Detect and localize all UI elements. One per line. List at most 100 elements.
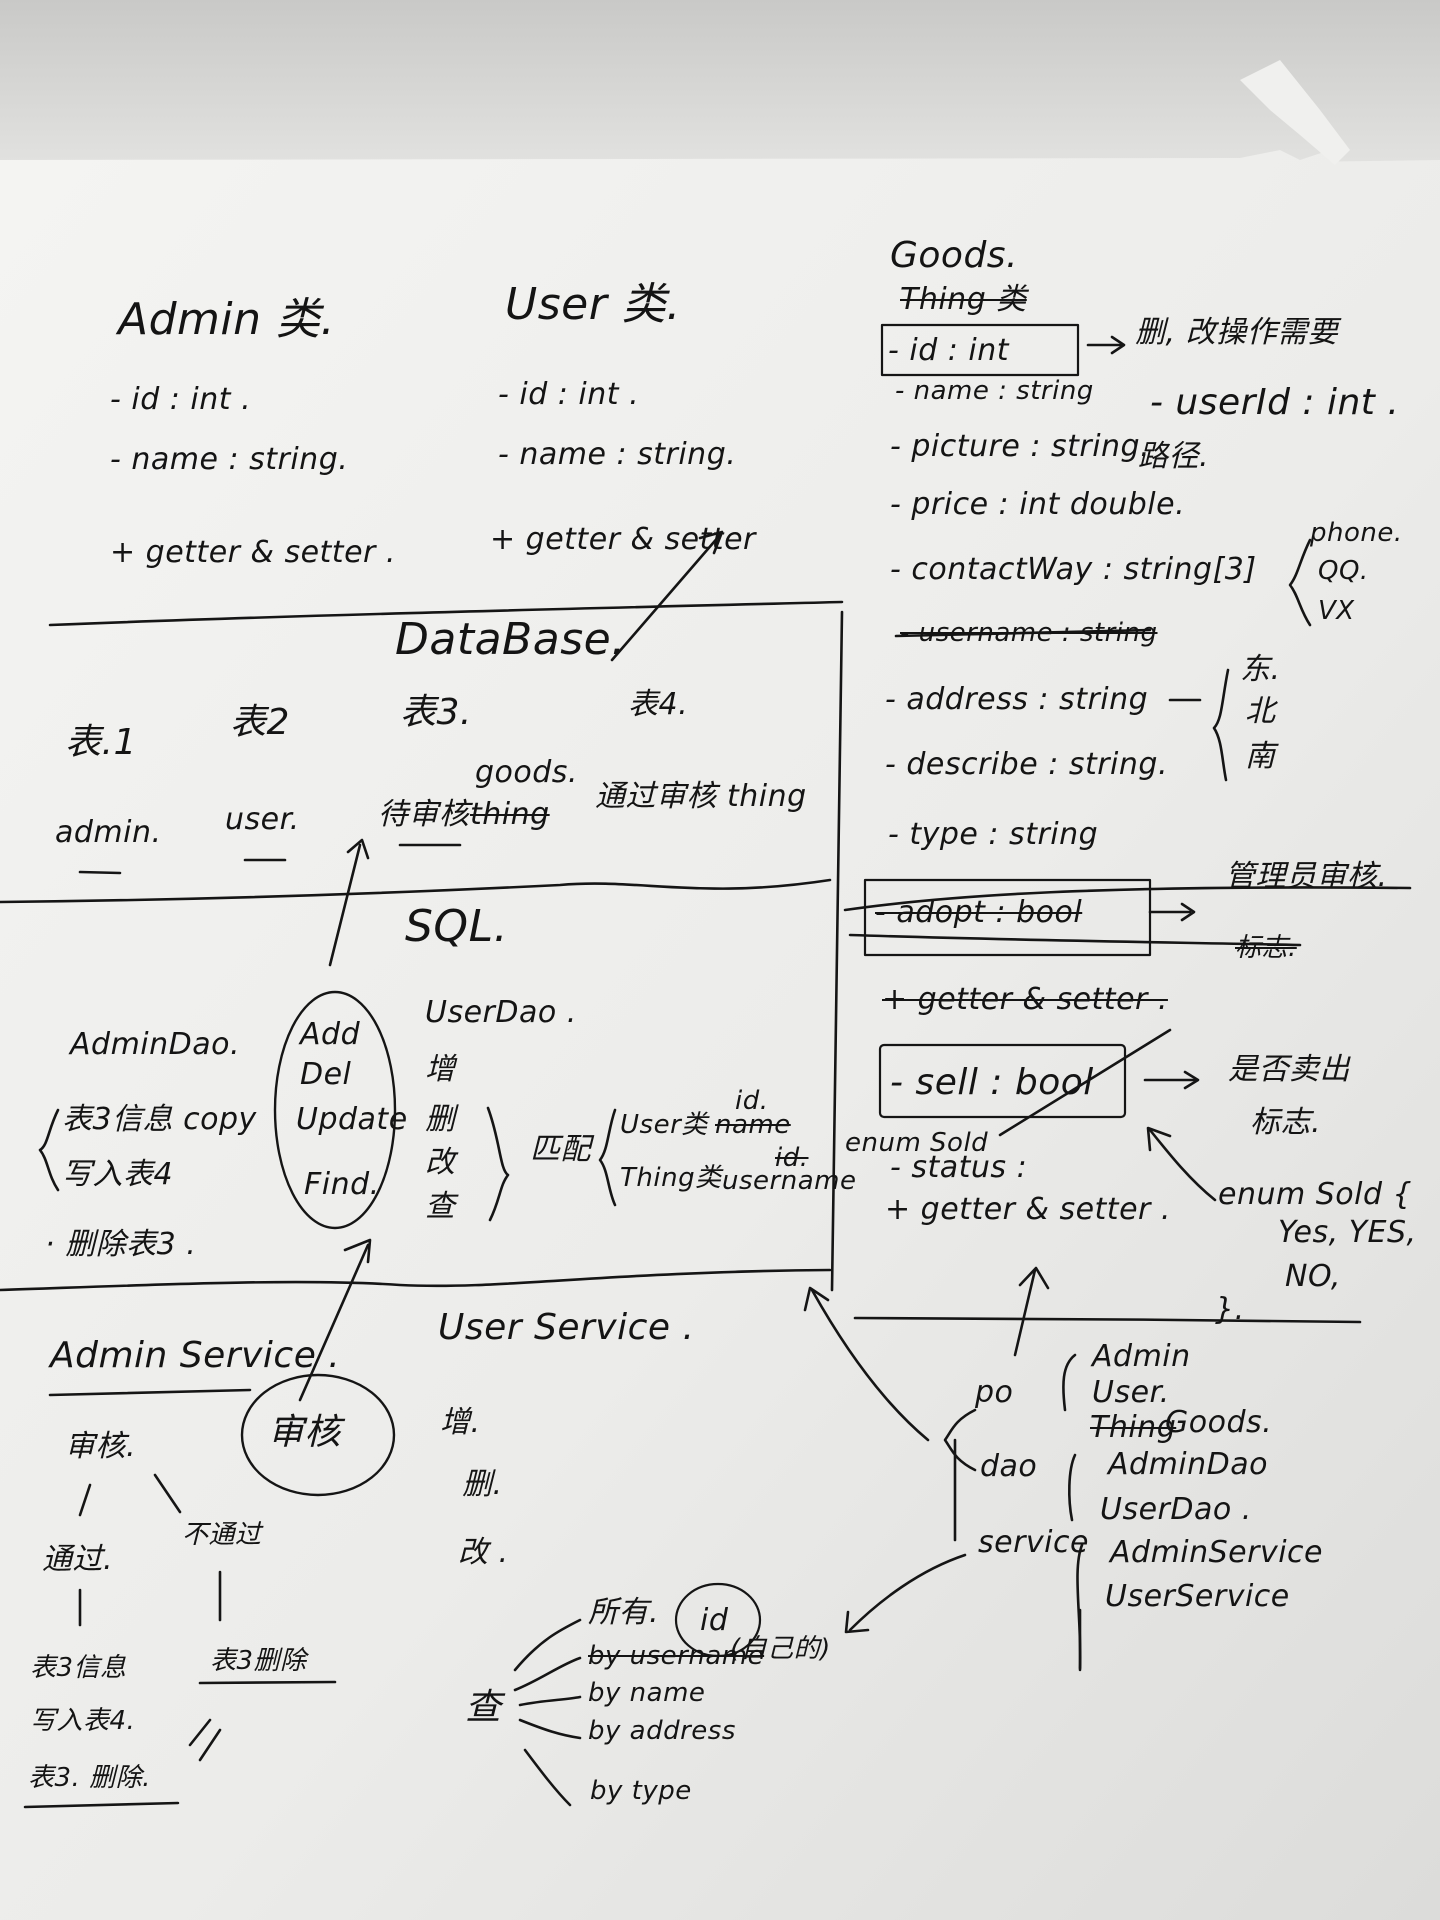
- sell-note-sold: 是否卖出: [1228, 1052, 1350, 1087]
- table-1-label: 表.1: [65, 722, 137, 763]
- adopt-box: [863, 878, 1152, 957]
- admin-class-title: Admin 类.: [118, 294, 335, 345]
- admin-service-underline: [48, 1388, 252, 1397]
- goods-field-name: - name : string: [895, 376, 1094, 406]
- user-service-op-add: 增.: [440, 1405, 481, 1440]
- user-dao-title: UserDao .: [425, 995, 577, 1030]
- adopt-note-flag: 标志.: [1235, 933, 1297, 963]
- dao-item-admin: AdminDao: [1108, 1447, 1268, 1482]
- goods-crossed-methods: + getter & setter .: [882, 982, 1168, 1017]
- sql-op-find: Find.: [304, 1167, 380, 1202]
- admin-service-pass: 通过.: [42, 1542, 114, 1577]
- goods-field-address: - address : string: [885, 682, 1149, 717]
- address-option-south: 南: [1245, 739, 1276, 774]
- goods-class-title: Goods.: [890, 235, 1018, 276]
- po-item-user: User.: [1092, 1375, 1170, 1410]
- goods-id-box: [880, 323, 1080, 377]
- match-label: 匹配: [530, 1132, 591, 1167]
- package-service: service: [978, 1525, 1089, 1560]
- goods-methods: + getter & setter .: [885, 1192, 1171, 1227]
- user-field-id: - id : int .: [498, 377, 640, 412]
- arrow-db-to-user: [610, 533, 722, 662]
- user-service-op-del: 删.: [462, 1467, 503, 1502]
- admin-dao-op-copy: 表3信息 copy: [62, 1102, 257, 1137]
- po-item-thing: Thing: [1090, 1410, 1177, 1445]
- query-own-note: (自己的): [730, 1634, 831, 1664]
- table-goods-name: goods.: [475, 755, 578, 790]
- goods-userid-note: - userId : int .: [1150, 382, 1400, 423]
- arrow-packages-to-goods: [1013, 1268, 1037, 1357]
- table-3-label: 表3.: [400, 692, 472, 733]
- user-dao-op-find: 查: [425, 1189, 456, 1224]
- goods-field-username: - username : string: [900, 618, 1158, 648]
- table-2-label: 表2: [230, 702, 290, 743]
- admin-field-id: - id : int .: [110, 382, 252, 417]
- sql-title: SQL.: [405, 901, 509, 952]
- goods-field-picture: - picture : string.: [890, 429, 1151, 464]
- table-user-name: user.: [225, 802, 300, 837]
- goods-field-contactway: - contactWay : string[3]: [890, 552, 1257, 587]
- pass-step-delete: 表3. 删除.: [28, 1763, 151, 1793]
- goods-picture-note: 路径.: [1138, 439, 1210, 474]
- po-item-goods: Goods.: [1165, 1405, 1273, 1440]
- user-service-title: User Service .: [438, 1307, 695, 1348]
- goods-field-id: - id : int: [888, 333, 1010, 368]
- sql-bottom-wave: [0, 1268, 832, 1292]
- admin-dao-op-delete: · 删除表3 .: [45, 1227, 197, 1262]
- dao-item-user: UserDao .: [1100, 1492, 1252, 1527]
- service-item-admin: AdminService: [1110, 1535, 1324, 1570]
- query-all: 所有.: [588, 1595, 660, 1630]
- enum-def-no: NO,: [1285, 1259, 1341, 1294]
- goods-field-sell: - sell : bool: [890, 1062, 1094, 1103]
- pass-step-write: 写入表4.: [30, 1706, 136, 1736]
- goods-crossed-title: Thing 类: [900, 282, 1027, 317]
- contact-option-phone: phone.: [1310, 518, 1403, 548]
- admin-service-not-pass: 不通过: [182, 1520, 262, 1550]
- user-class-title: User 类.: [505, 279, 681, 330]
- goods-field-status: - status :: [890, 1150, 1028, 1185]
- admin-service-review: 审核.: [65, 1429, 137, 1464]
- not-pass-step-delete: 表3删除: [210, 1646, 307, 1676]
- goods-enum-label: enum Sold: [845, 1128, 989, 1158]
- user-service-op-update: 改 .: [458, 1535, 509, 1570]
- enum-def-yes: Yes, YES,: [1278, 1215, 1417, 1250]
- admin-service-title: Admin Service .: [50, 1335, 341, 1376]
- query-by-address: by address: [588, 1716, 736, 1746]
- database-top-line: [48, 600, 844, 627]
- query-by-name: by name: [588, 1678, 706, 1708]
- po-item-admin: Admin: [1092, 1339, 1191, 1374]
- adopt-note-review: 管理员审核.: [1225, 859, 1388, 894]
- user-dao-op-add: 增: [425, 1052, 456, 1087]
- query-id-label: id: [700, 1603, 729, 1638]
- database-bottom-wave: [0, 878, 832, 904]
- sql-op-update: Update: [296, 1102, 408, 1137]
- contact-option-qq: QQ.: [1318, 556, 1369, 586]
- admin-dao-op-write: 写入表4: [62, 1157, 174, 1192]
- user-field-name: - name : string.: [498, 437, 737, 472]
- pass-step-copy: 表3信息: [30, 1653, 127, 1683]
- database-title: DataBase.: [395, 614, 626, 665]
- enum-def-close: }.: [1215, 1292, 1245, 1327]
- sql-op-add: Add: [300, 1017, 361, 1052]
- contact-option-vx: VX: [1318, 596, 1355, 626]
- package-po: po: [975, 1375, 1014, 1410]
- sql-ops-circle: [273, 990, 397, 1230]
- user-service-query: 查: [465, 1687, 502, 1728]
- admin-field-name: - name : string.: [110, 442, 349, 477]
- match-item-thing: Thing类: [620, 1163, 722, 1193]
- match-field-user-id: id.: [735, 1086, 769, 1116]
- background-surface: [0, 0, 1440, 180]
- sell-note-flag: 标志.: [1250, 1105, 1322, 1140]
- table-pending-name: 待审核: [378, 797, 470, 832]
- arrow-packages-to-db: [810, 1288, 930, 1442]
- goods-id-note: 删, 改操作需要: [1135, 315, 1339, 350]
- arrow-sql-to-table3: [328, 843, 362, 967]
- query-by-type: by type: [590, 1776, 692, 1806]
- user-dao-op-del: 删: [425, 1102, 456, 1137]
- admin-dao-title: AdminDao.: [70, 1027, 241, 1062]
- goods-field-type: - type : string: [888, 817, 1099, 852]
- match-field-thing-id: id.: [775, 1143, 809, 1173]
- table-approved-name: 通过审核 thing: [595, 779, 807, 814]
